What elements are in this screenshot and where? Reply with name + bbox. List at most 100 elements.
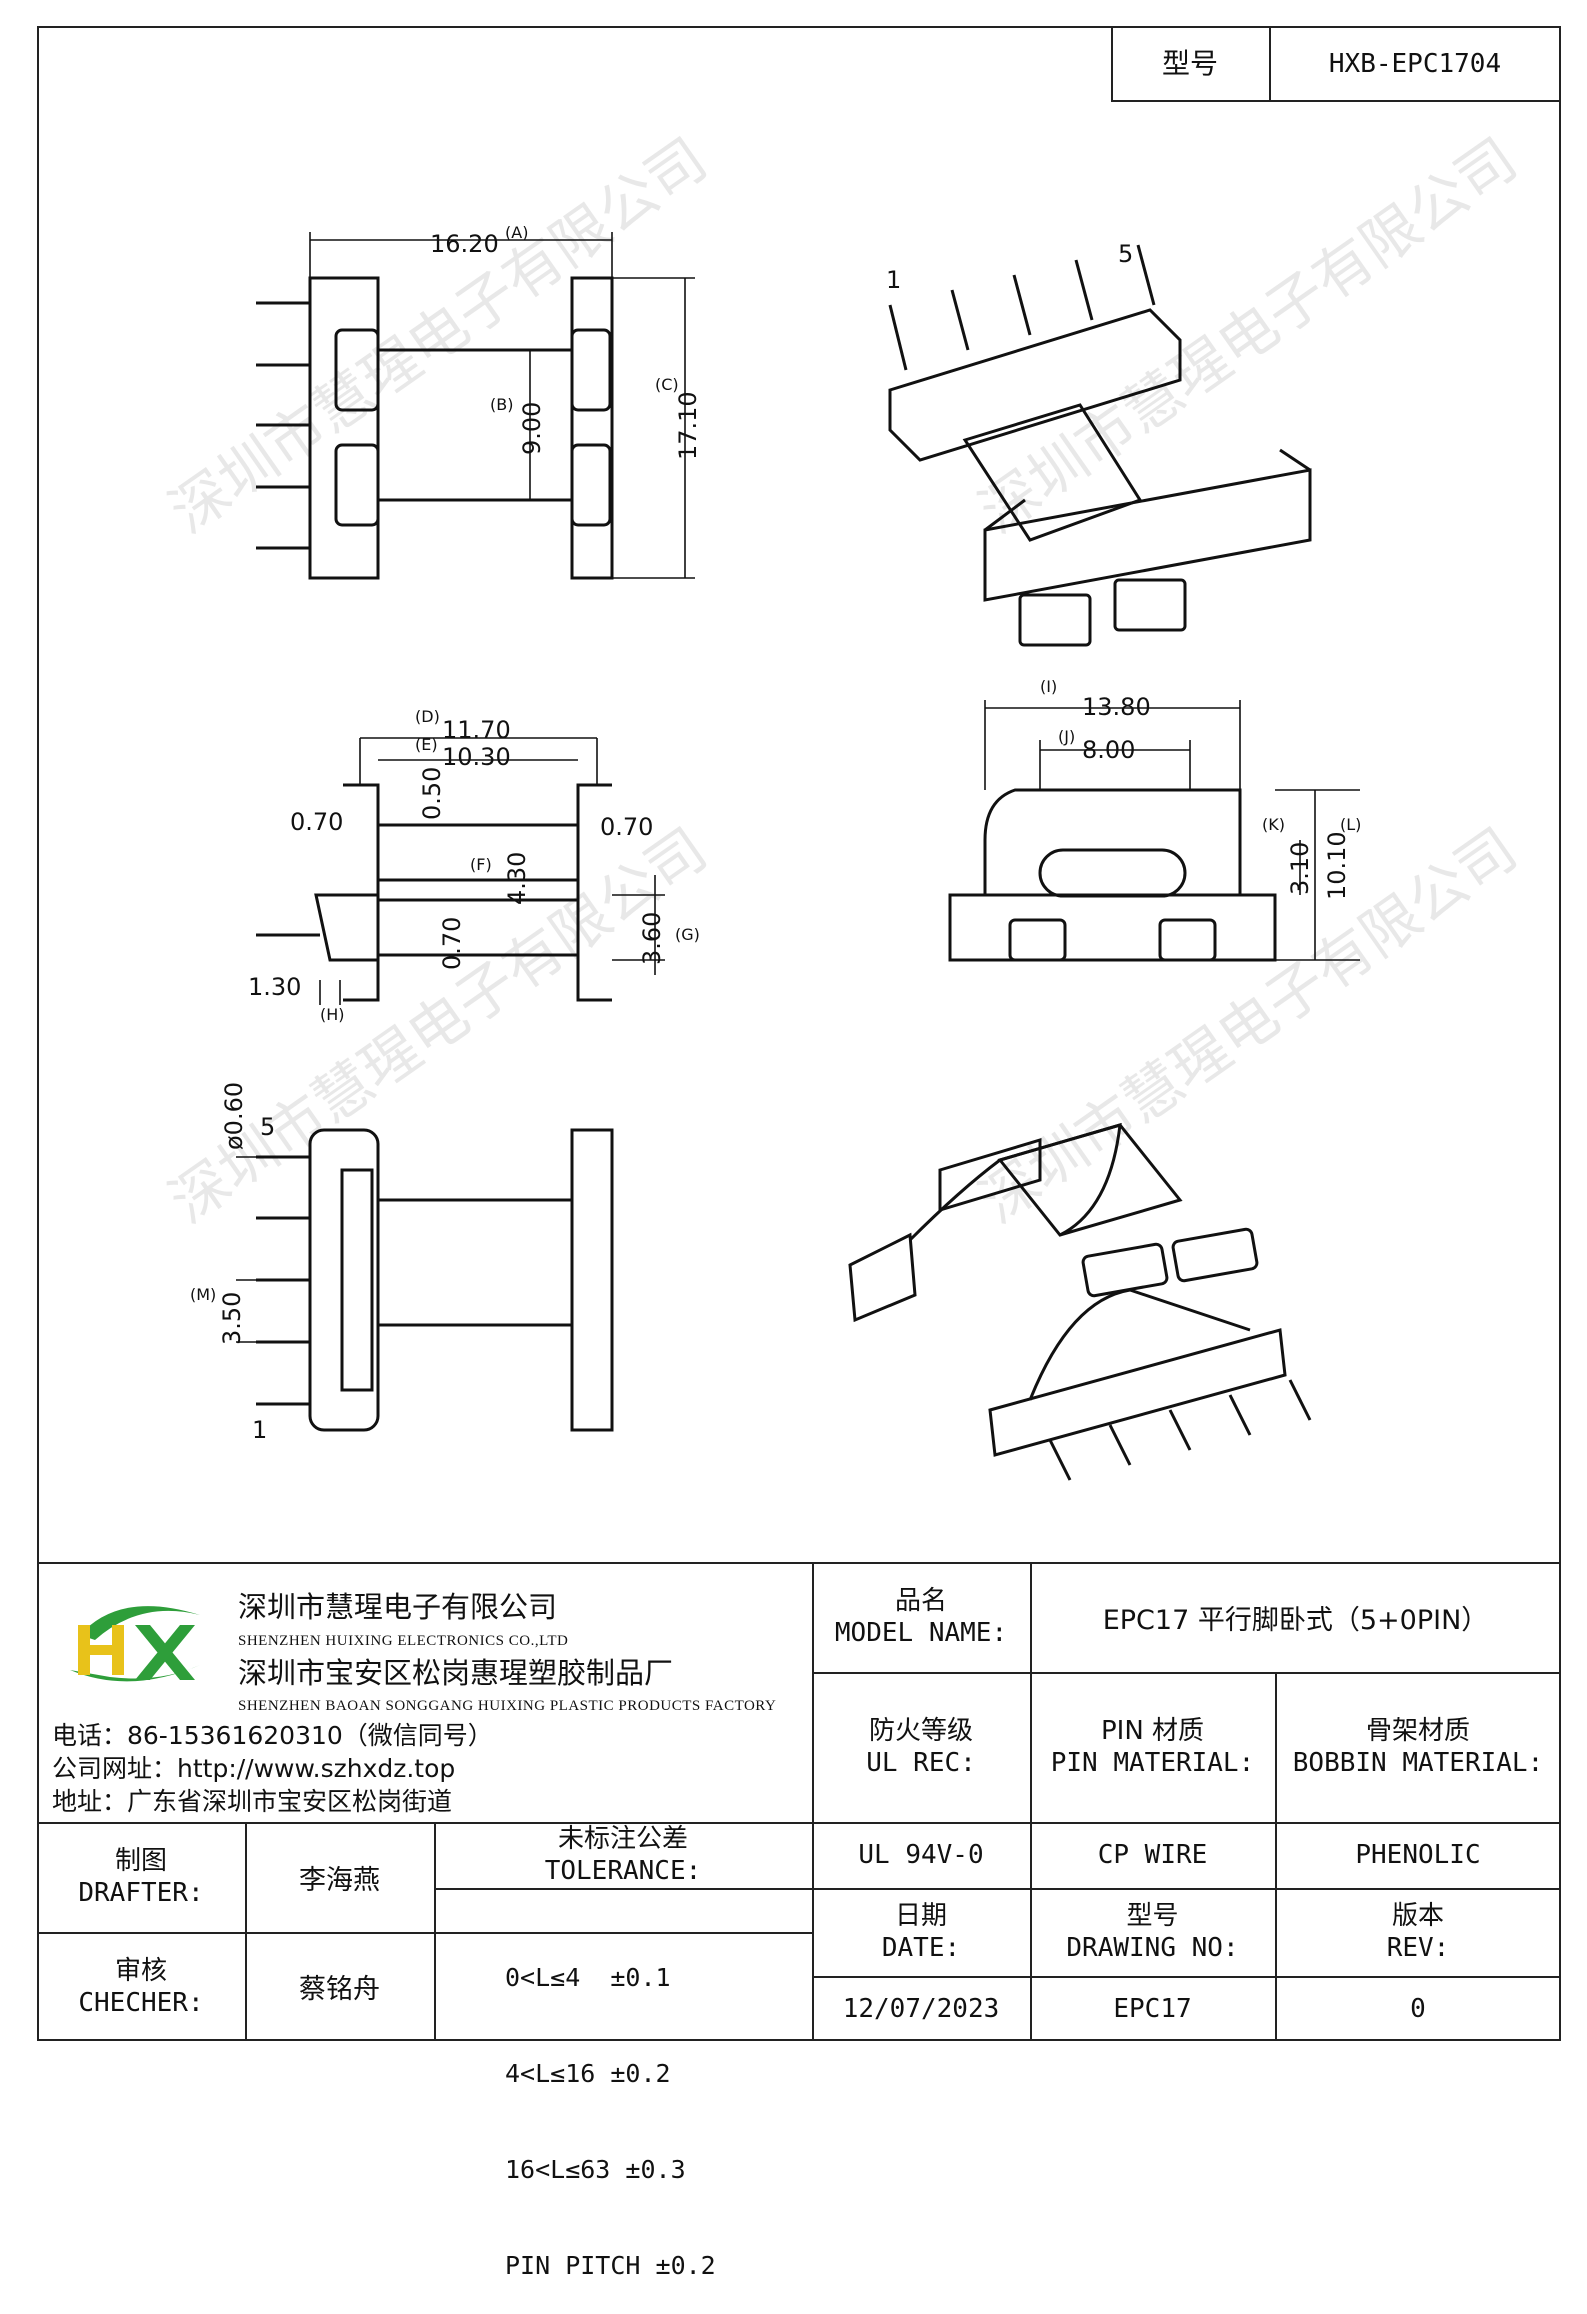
tag-k: (K) (1262, 815, 1285, 834)
bobbin-material-label-en: BOBBIN MATERIAL: (1292, 1748, 1544, 1778)
dim-l: 10.10 (1323, 831, 1351, 900)
tb-divider (1030, 1562, 1032, 2041)
checker-label-cn: 审核 (114, 1955, 167, 1986)
tolerance-line: 0<L≤4 ±0.1 (505, 1963, 671, 1992)
drafter-label-en: DRAFTER: (78, 1878, 204, 1908)
model-name-label-en: MODEL NAME: (834, 1618, 1008, 1648)
model-name-value: EPC17 平行脚卧式（5+0PIN） (1102, 1604, 1489, 1636)
dim-h: 1.30 (248, 973, 301, 1001)
address-line: 地址：广东省深圳市宝安区松岗街道 (52, 1787, 453, 1816)
tag-l: (L) (1340, 815, 1361, 834)
ul-value: UL 94V-0 (858, 1840, 984, 1870)
bottom-pin-5-label: 5 (260, 1113, 275, 1141)
dim-c: 17.10 (674, 391, 702, 460)
dim-050: 0.50 (418, 767, 446, 820)
tb-divider (434, 1888, 812, 1890)
tag-j: (J) (1058, 727, 1075, 746)
date-label: 日期 DATE: (812, 1888, 1030, 1976)
model-label: 型号 (1161, 47, 1218, 80)
drafter-label: 制图 DRAFTER: (37, 1822, 245, 1932)
model-name-label-cn: 品名 (894, 1586, 947, 1616)
drafter-name: 李海燕 (299, 1864, 380, 1896)
drawing-no-label: 型号 DRAWING NO: (1030, 1888, 1275, 1976)
drawing-frame (37, 26, 1561, 2041)
dim-k: 3.10 (1286, 842, 1314, 895)
bobbin-material-value: PHENOLIC (1355, 1840, 1481, 1870)
rev-label-cn: 版本 (1391, 1901, 1444, 1931)
dim-a: 16.20 (430, 230, 499, 258)
technical-drawing: 16.20 (A) (B) 9.00 (C) 17.10 1 5 11.70 (… (190, 223, 1361, 1481)
dim-b: 9.00 (518, 402, 546, 455)
tag-i: (I) (1040, 677, 1057, 696)
tag-d: (D) (415, 707, 440, 726)
phone-line: 电话：86-15361620310（微信同号） (52, 1721, 493, 1750)
tolerance-title-en: TOLERANCE: (544, 1856, 702, 1886)
tb-divider (37, 1822, 1561, 1824)
title-block-top-line (37, 1562, 1561, 1564)
tb-divider (1275, 1672, 1277, 2041)
website-line: 公司网址：http://www.szhxdz.top (52, 1754, 456, 1783)
dim-d: 11.70 (442, 716, 511, 744)
tb-divider (812, 1976, 1561, 1978)
tag-f: (F) (470, 855, 492, 874)
date-label-en: DATE: (881, 1933, 961, 1963)
tb-divider (812, 1822, 814, 2041)
model-header-box (1111, 26, 1561, 102)
tb-divider (245, 1822, 247, 2041)
tb-divider (37, 1932, 812, 1934)
dim-i: 13.80 (1082, 693, 1151, 721)
checker-name: 蔡铭舟 (299, 1974, 380, 2005)
tolerance-list: 0<L≤4 ±0.1 4<L≤16 ±0.2 16<L≤63 ±0.3 PIN … (505, 1898, 716, 2314)
dim-j: 8.00 (1082, 736, 1135, 764)
dim-phi: ø0.60 (220, 1082, 248, 1150)
dim-e: 10.30 (442, 743, 511, 771)
ul-label-en: UL REC: (866, 1748, 976, 1778)
tag-a: (A) (505, 223, 528, 242)
dim-m: 3.50 (218, 1292, 246, 1345)
rev-value: 0 (1410, 1993, 1426, 2024)
front-view-drawing (948, 700, 1360, 962)
tag-b: (B) (490, 395, 513, 414)
company-logo (70, 1606, 200, 1682)
drawing-no-label-cn: 型号 (1126, 1901, 1179, 1931)
tolerance-title: 未标注公差 TOLERANCE: (434, 1822, 812, 1888)
rev-label: 版本 REV: (1275, 1888, 1561, 1976)
dim-f: 4.30 (503, 852, 531, 905)
rev-label-en: REV: (1386, 1933, 1450, 1963)
ul-label: 防火等级 UL REC: (812, 1672, 1030, 1822)
date-label-cn: 日期 (894, 1901, 947, 1931)
tag-e: (E) (415, 735, 438, 754)
tb-divider (812, 1888, 1561, 1890)
header-divider (1269, 26, 1271, 102)
tag-h: (H) (320, 1005, 345, 1024)
pin-material-label-en: PIN MATERIAL: (1050, 1748, 1255, 1778)
company-name-cn: 深圳市慧瑆电子有限公司 (238, 1590, 558, 1624)
checker-label: 审核 CHECHER: (37, 1932, 245, 2041)
pin-material-label-cn: PIN 材质 (1100, 1716, 1205, 1746)
iso-pin-5-label: 5 (1118, 240, 1133, 268)
top-view-drawing (256, 232, 695, 580)
tolerance-line: PIN PITCH ±0.2 (505, 2251, 716, 2280)
dim-g: 3.60 (638, 912, 666, 965)
drafter-label-cn: 制图 (114, 1846, 167, 1876)
tag-m: (M) (190, 1285, 216, 1304)
tb-divider (812, 1562, 814, 1822)
pin-material-value: CP WIRE (1097, 1840, 1208, 1870)
tb-divider (812, 1672, 1561, 1674)
dim-070-left: 0.70 (290, 808, 343, 836)
iso-view-top-drawing (888, 244, 1312, 647)
ul-label-cn: 防火等级 (868, 1716, 973, 1746)
tag-c: (C) (655, 375, 679, 394)
side-view-drawing (256, 737, 665, 1005)
factory-name-en: SHENZHEN BAOAN SONGGANG HUIXING PLASTIC … (238, 1698, 777, 1714)
drawing-no-label-en: DRAWING NO: (1066, 1933, 1239, 1963)
date-value: 12/07/2023 (842, 1993, 1000, 2024)
iso-pin-1-label: 1 (886, 266, 901, 294)
bobbin-material-label-cn: 骨架材质 (1365, 1716, 1470, 1746)
bottom-view-drawing (236, 1128, 614, 1432)
checker-label-en: CHECHER: (78, 1987, 204, 2018)
tolerance-line: 16<L≤63 ±0.3 (505, 2155, 686, 2184)
tolerance-line: 4<L≤16 ±0.2 (505, 2059, 671, 2088)
model-name-label: 品名 MODEL NAME: (812, 1562, 1030, 1672)
company-name-en: SHENZHEN HUIXING ELECTRONICS CO.,LTD (238, 1633, 569, 1649)
